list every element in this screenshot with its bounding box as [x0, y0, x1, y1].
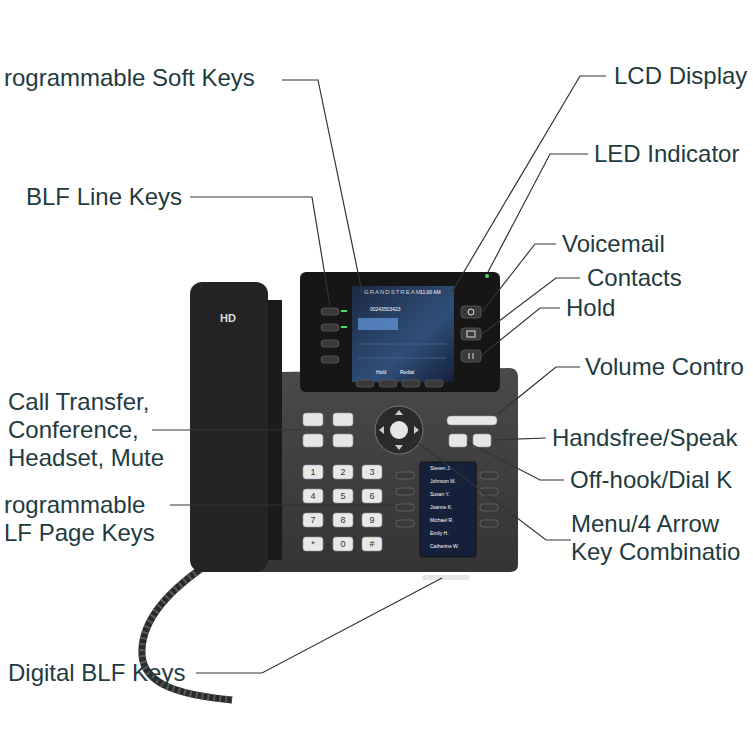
handset-logo: HD: [220, 312, 236, 325]
callout-label: LCD Display: [614, 62, 747, 90]
blf-contact-name: Michael R.: [430, 517, 454, 523]
nav-ok-key: [390, 421, 408, 439]
callout-label: Contacts: [587, 264, 682, 292]
keypad-digit: *: [303, 538, 323, 550]
digital-blf-screen: [420, 462, 476, 557]
leader-lines: [152, 76, 606, 673]
lcd-screen: [352, 286, 454, 382]
screen-text: Redial: [400, 369, 414, 375]
keypad-digit: 0: [333, 538, 353, 550]
led-light: [485, 274, 489, 278]
volume-bar: [447, 416, 497, 425]
offhook-key: [449, 434, 467, 447]
callout-label: LED Indicator: [594, 140, 739, 168]
blf-contact-name: Catherine W.: [430, 543, 459, 549]
blf-contact-name: Susan Y.: [430, 491, 450, 497]
screen-housing: [300, 272, 500, 392]
keypad-digit: 3: [362, 466, 382, 478]
screen-row-line: [358, 344, 446, 345]
callout-label: Call Transfer, Conference, Headset, Mute: [8, 388, 196, 472]
function-key-icons: [467, 309, 475, 359]
brand-logo: GRANDSTREAM: [364, 289, 422, 296]
callout-label: Voicemail: [562, 230, 665, 258]
screen-text: Hold: [376, 369, 386, 375]
nav-arrows: [379, 410, 419, 450]
screen-text: 00243503423: [370, 306, 401, 312]
callout-label: Digital BLF Keys: [8, 659, 185, 687]
callout-label: Off-hook/Dial K: [570, 466, 732, 494]
keypad-digit: #: [362, 538, 382, 550]
handset: [190, 282, 268, 572]
callout-label: Volume Contro: [585, 353, 744, 381]
callout-label: Menu/4 Arrow Key Combinatio: [571, 510, 749, 566]
speaker-key: [473, 434, 491, 447]
keypad-digit: 5: [333, 490, 353, 502]
keypad-digit: 9: [362, 514, 382, 526]
keypad-digit: 7: [303, 514, 323, 526]
line-key-leds: [341, 310, 347, 328]
callout-label: rogrammable Soft Keys: [4, 64, 255, 92]
callout-label: rogrammable LF Page Keys: [4, 491, 170, 547]
screen-row-line: [358, 358, 446, 359]
callout-label: BLF Line Keys: [26, 183, 182, 211]
blf-contact-name: Johnson M.: [430, 478, 456, 484]
call-function-keys: [303, 413, 353, 447]
line-keys: [321, 308, 339, 363]
callout-label: Hold: [566, 294, 615, 322]
keypad-digit: 4: [303, 490, 323, 502]
keypad-digit: 1: [303, 466, 323, 478]
keypad-digit: 6: [362, 490, 382, 502]
keypad: [303, 465, 382, 551]
keypad-digit: 8: [333, 514, 353, 526]
keypad-digit: 2: [333, 466, 353, 478]
callout-label: Handsfree/Speak: [552, 424, 737, 452]
highlight-row: [358, 318, 398, 330]
screen-text: 11:00 AM: [420, 289, 441, 295]
blf-contact-name: Steven J.: [430, 465, 451, 471]
blf-page-bar: [422, 575, 470, 580]
blf-contact-name: Emily H.: [430, 530, 449, 536]
function-keys: [461, 306, 481, 362]
soft-keys: [356, 380, 443, 387]
nav-ring: [375, 406, 423, 454]
blf-contact-name: Joanne K.: [430, 504, 453, 510]
